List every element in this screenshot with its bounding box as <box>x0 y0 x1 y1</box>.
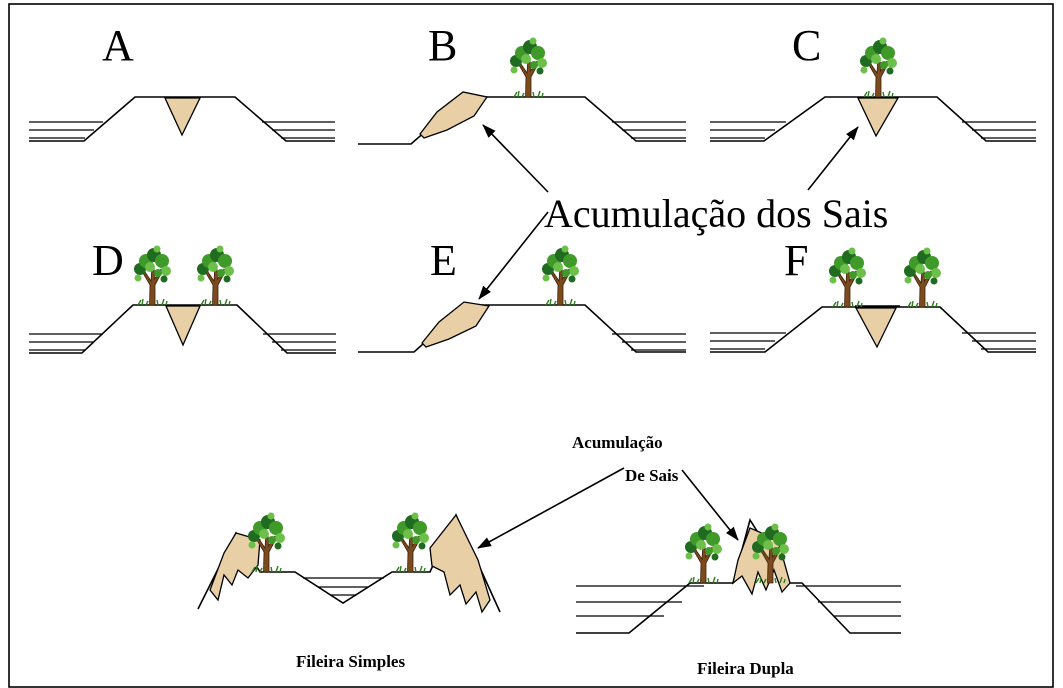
salt-wedge <box>421 301 491 348</box>
tree-icon <box>828 246 867 308</box>
water-lines-icon <box>29 121 335 139</box>
salt-wedge <box>163 97 202 137</box>
arrow-icon <box>482 124 549 193</box>
tree-icon <box>859 36 898 98</box>
panel-label-a: A <box>102 21 134 70</box>
panel-c: C <box>710 21 1036 142</box>
panel-label-d: D <box>92 236 124 285</box>
tree-icon <box>903 246 942 308</box>
caption-double-row: Fileira Dupla <box>697 659 794 678</box>
tree-icon <box>509 36 548 98</box>
water-lines-icon <box>710 121 1036 139</box>
outer-frame <box>8 3 1054 688</box>
tree-icon <box>133 244 172 306</box>
panel-label-b: B <box>428 21 457 70</box>
panel-e: E <box>358 236 686 353</box>
salt-mound-left <box>209 532 261 602</box>
panel-b: B <box>358 21 686 145</box>
water-lines-icon <box>612 121 686 139</box>
tree-icon <box>541 244 580 306</box>
panel-label-c: C <box>792 21 821 70</box>
water-lines-icon <box>710 332 1036 350</box>
arrow-icon <box>807 126 859 191</box>
tree-icon <box>196 244 235 306</box>
caption-single-row: Fileira Simples <box>296 652 405 671</box>
panel-f: F <box>710 236 1036 353</box>
double-row-diagram: Fileira Dupla <box>576 518 901 678</box>
arrow-icon <box>681 469 739 541</box>
arrow-icon <box>477 467 625 549</box>
salt-wedge <box>419 91 489 139</box>
salt-wedge <box>856 97 900 138</box>
panel-label-e: E <box>430 236 457 285</box>
panel-d: D <box>29 236 336 354</box>
salt-mound-right <box>429 513 491 614</box>
panel-a: A <box>29 21 335 142</box>
annotation-bottom-line2: De Sais <box>625 466 679 485</box>
tree-icon <box>684 522 723 584</box>
single-row-diagram: Fileira Simples <box>197 511 501 671</box>
salt-wedge <box>165 305 201 347</box>
panel-label-f: F <box>784 236 808 285</box>
salt-wedge <box>854 307 898 349</box>
main-annotation: Acumulação dos Sais <box>478 124 888 300</box>
tree-icon <box>391 511 430 573</box>
bottom-annotation: Acumulação De Sais <box>477 433 739 549</box>
arrow-icon <box>478 211 549 300</box>
water-lines-icon <box>612 333 686 351</box>
water-lines-icon <box>29 333 336 351</box>
annotation-bottom-line1: Acumulação <box>572 433 663 452</box>
annotation-main-label: Acumulação dos Sais <box>544 191 888 236</box>
